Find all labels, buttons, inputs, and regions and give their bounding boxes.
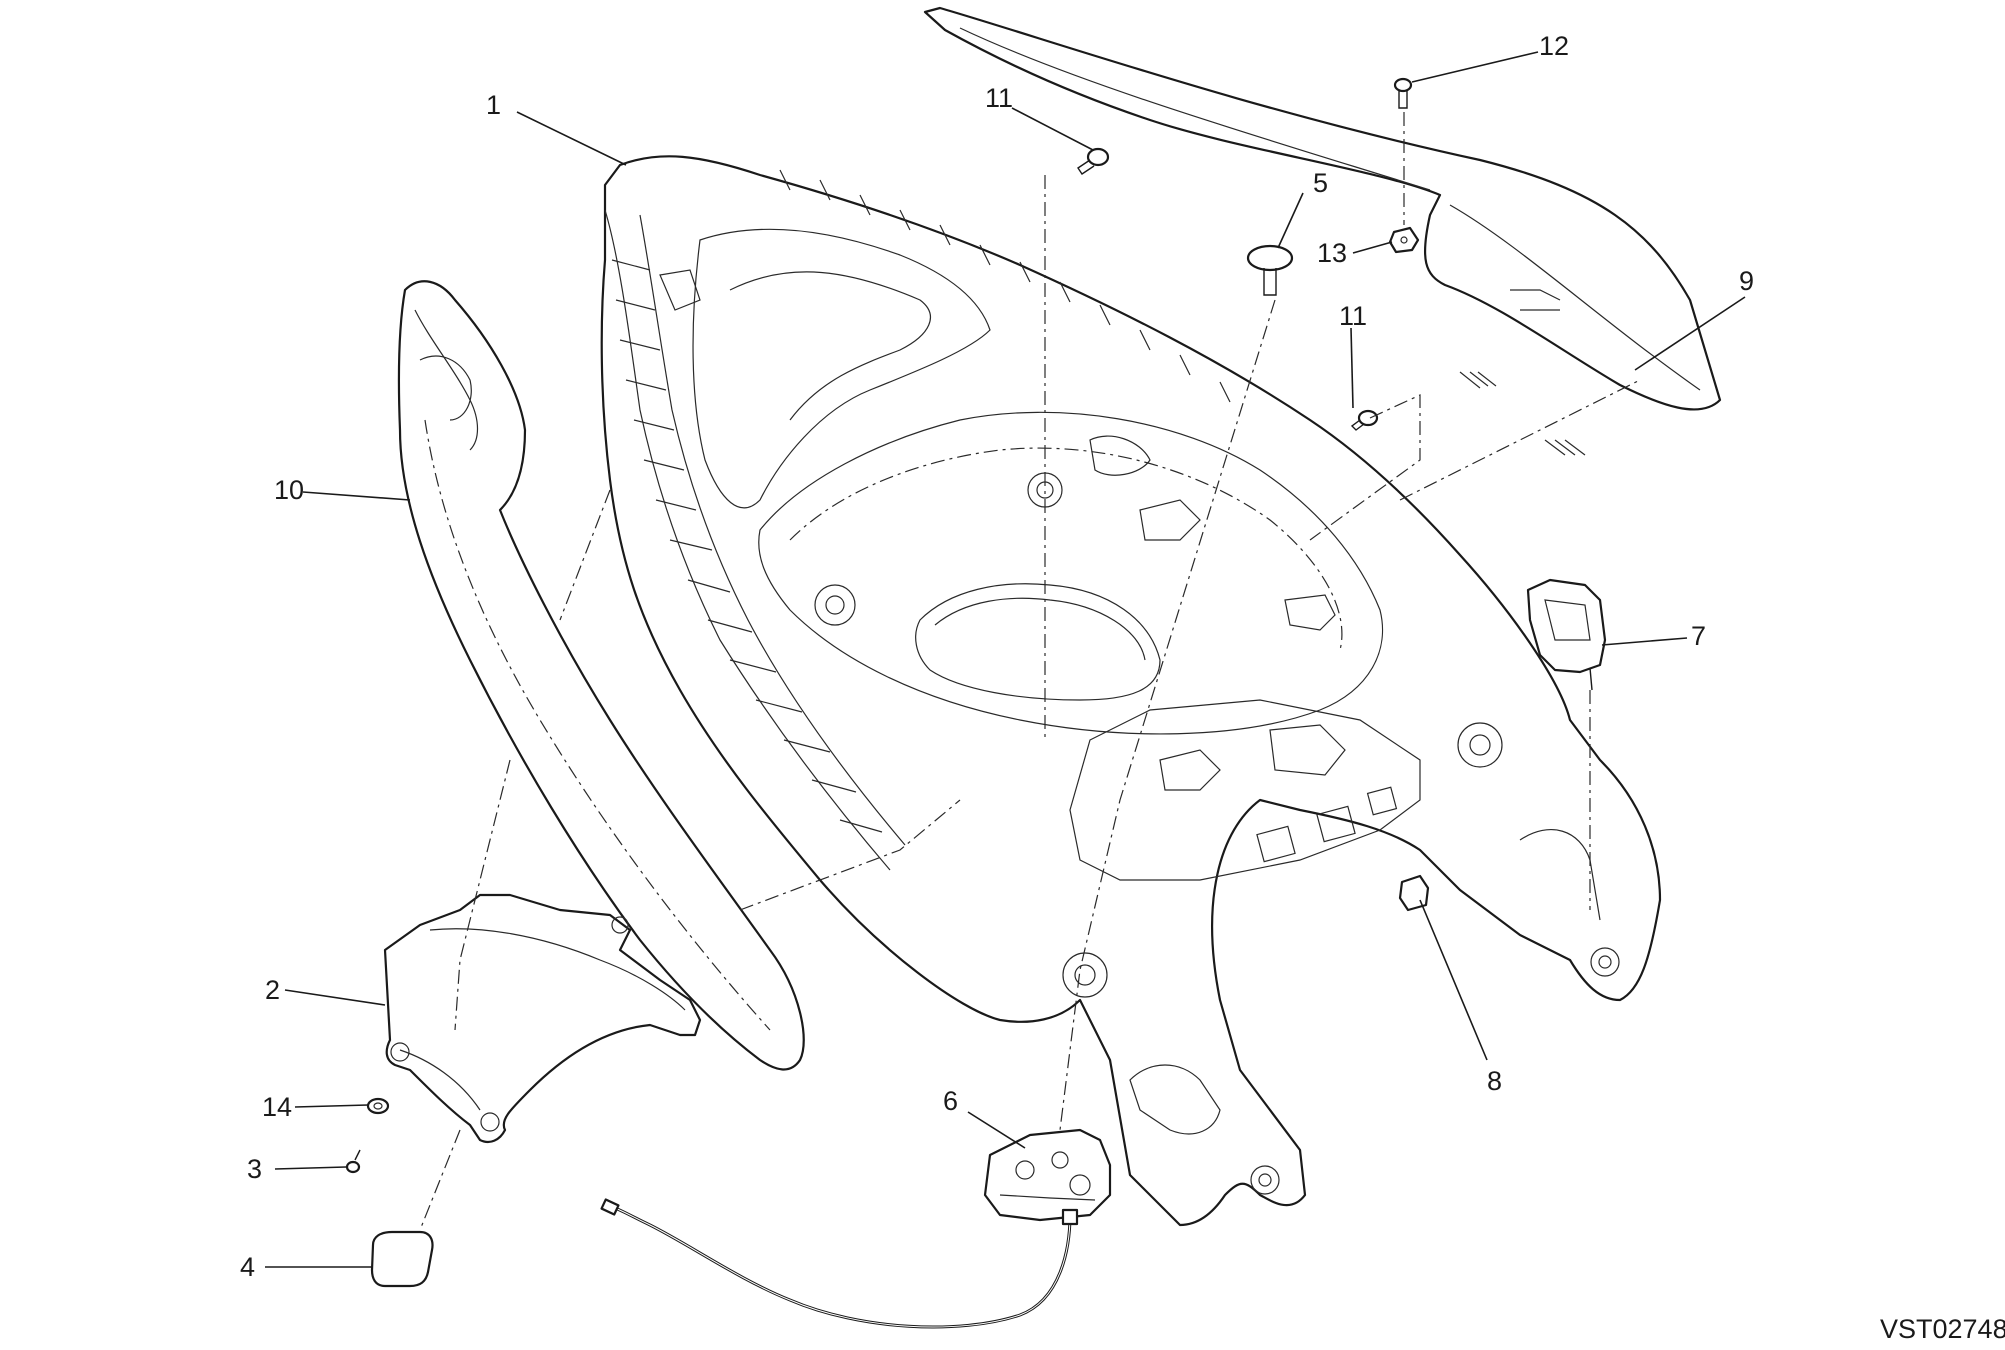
callout-labels: 1 2 3 4 5 6 7 8 9 10 11 11 12 13 14 (240, 31, 1754, 1282)
tail-cover-part (923, 6, 1722, 456)
callout-8: 8 (1487, 1066, 1502, 1096)
washer-part (366, 1097, 390, 1115)
leader-lines (265, 51, 1746, 1268)
top-bolt-part (1246, 244, 1294, 296)
callout-11-right: 11 (1339, 301, 1367, 331)
small-screw-part (345, 1149, 361, 1174)
callout-3: 3 (247, 1154, 262, 1184)
callout-14: 14 (262, 1092, 292, 1122)
clip-13-part (1388, 226, 1420, 254)
screw-upper-part (1077, 147, 1110, 175)
callout-9: 9 (1739, 266, 1754, 296)
main-frame-part (600, 155, 1662, 1227)
drawing-code: VST02748 (1880, 1314, 2005, 1344)
rubber-pad-part (370, 1230, 434, 1288)
screw-right-part (1350, 409, 1379, 431)
callout-2: 2 (265, 975, 280, 1005)
callout-11-upper: 11 (985, 83, 1013, 113)
callout-1: 1 (486, 90, 501, 120)
callout-10: 10 (274, 475, 304, 505)
seat-lock-part (600, 1128, 1112, 1329)
screw-12-part (1393, 77, 1413, 109)
callout-5: 5 (1313, 168, 1328, 198)
clip-8-part (1398, 874, 1430, 912)
callout-12: 12 (1539, 31, 1569, 61)
callout-13: 13 (1317, 238, 1347, 268)
side-panel-part (397, 280, 805, 1071)
latch-block-part (1526, 578, 1607, 691)
callout-4: 4 (240, 1252, 255, 1282)
assembly-axis-lines (419, 112, 1641, 1231)
lower-cover-part (383, 893, 702, 1144)
callout-6: 6 (943, 1086, 958, 1116)
callout-7: 7 (1691, 621, 1706, 651)
